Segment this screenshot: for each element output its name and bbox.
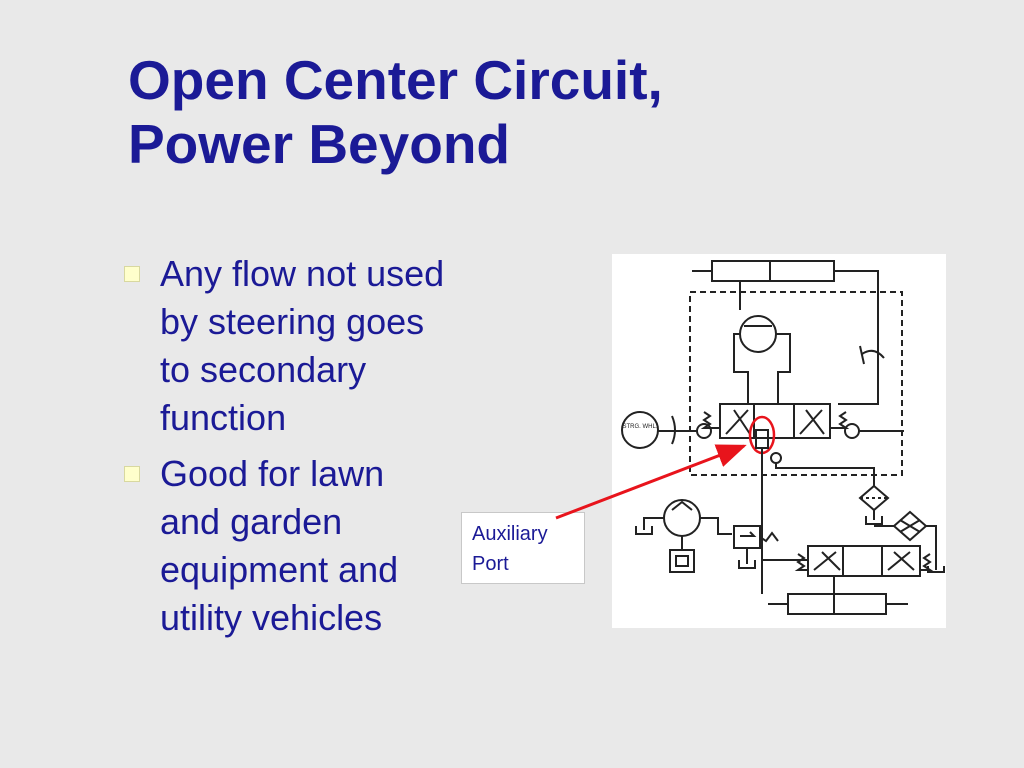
bullet-line: utility vehicles — [160, 597, 383, 638]
bullet-line: function — [160, 397, 287, 438]
bullet-line: Any flow not used — [160, 253, 445, 294]
cooler-symbol — [874, 510, 945, 573]
top-cylinder — [692, 260, 860, 282]
bullet-list: Any flow not used by steering goes to se… — [122, 250, 542, 650]
bullet-item: Any flow not used by steering goes to se… — [122, 250, 542, 442]
bullet-line: and garden — [160, 501, 343, 542]
bullet-text: Any flow not used by steering goes to se… — [160, 250, 542, 442]
steering-wheel-symbol: STRG. WHL. — [621, 411, 697, 449]
square-bullet-icon — [124, 266, 140, 282]
bottom-cylinder — [768, 576, 908, 615]
bullet-item: Good for lawn and garden equipment and u… — [122, 450, 542, 642]
metering-motor-symbol — [733, 315, 791, 404]
hydraulic-circuit-diagram: STRG. WHL. — [612, 254, 946, 628]
bullet-text: Good for lawn and garden equipment and u… — [160, 450, 542, 642]
bullet-line: equipment and — [160, 549, 399, 590]
steering-unit-enclosure — [689, 291, 903, 476]
secondary-directional-valve — [762, 545, 934, 577]
check-valve-icon — [770, 452, 782, 464]
bullet-line: Good for lawn — [160, 453, 385, 494]
steering-wheel-label: STRG. WHL. — [622, 424, 657, 430]
bullet-line: by steering goes — [160, 301, 425, 342]
callout-line: Auxiliary — [472, 523, 548, 545]
callout-line: Port — [472, 553, 509, 575]
relief-valve-symbol — [733, 525, 779, 569]
slide-title-line: Open Center Circuit, — [128, 49, 663, 111]
slide-title-line: Power Beyond — [128, 113, 511, 175]
auxiliary-port-callout: Auxiliary Port — [461, 512, 585, 584]
slide-title: Open Center Circuit, Power Beyond — [128, 48, 968, 176]
filter-symbol — [858, 484, 890, 525]
square-bullet-icon — [124, 466, 140, 482]
steering-control-valve — [696, 403, 904, 439]
pump-symbol — [635, 499, 732, 573]
bullet-line: to secondary — [160, 349, 367, 390]
circuit-schematic: STRG. WHL. — [621, 260, 945, 615]
rotation-arrow-icon — [861, 349, 885, 359]
